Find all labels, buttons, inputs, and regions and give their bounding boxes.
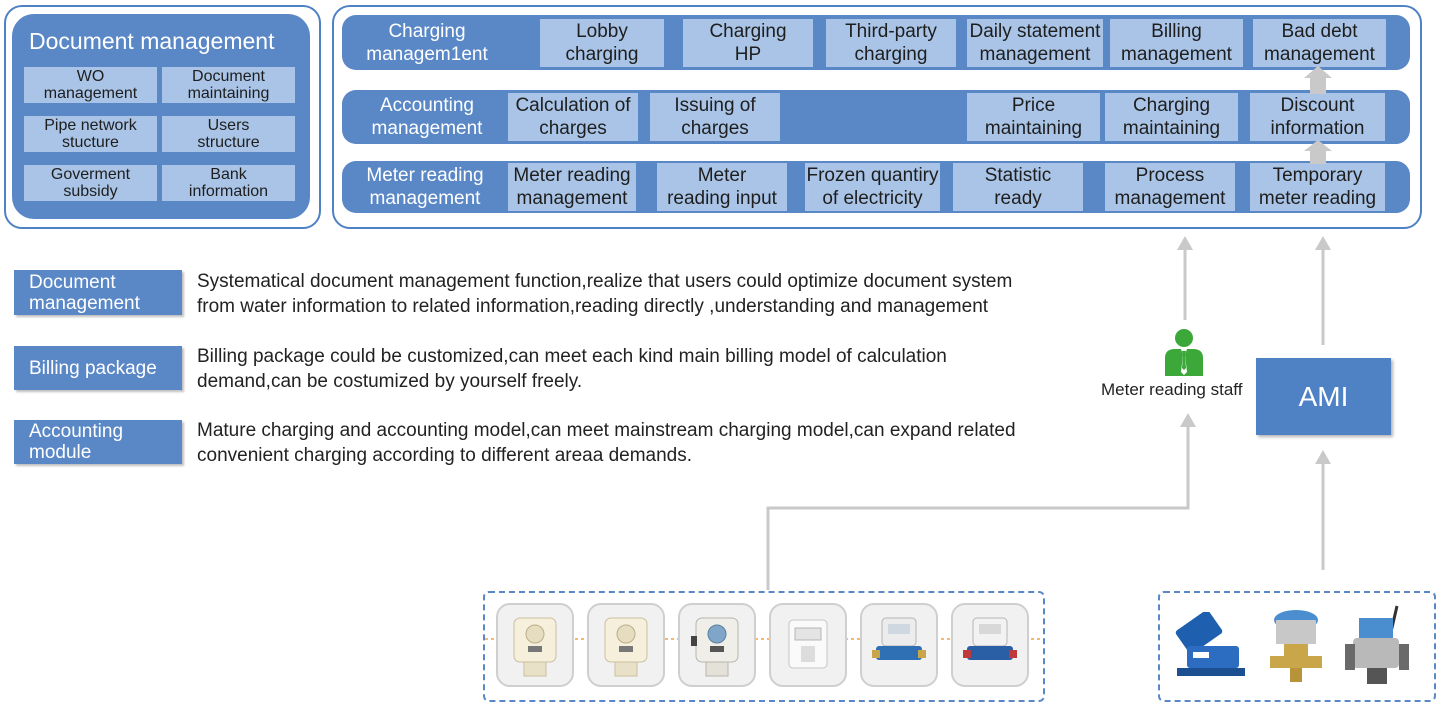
feature-tag-accounting: Accounting module bbox=[14, 420, 182, 464]
meter-icon bbox=[788, 619, 828, 669]
meter-icon bbox=[1175, 612, 1245, 676]
meter-label: Meter reading management bbox=[366, 165, 484, 209]
accounting-cell-calculation: Calculation of charges bbox=[508, 93, 638, 141]
charging-cell-hp: Charging HP bbox=[683, 19, 813, 67]
document-cell-subsidy: Goverment subsidy bbox=[24, 165, 157, 201]
ami-box: AMI bbox=[1256, 358, 1391, 435]
meter-icon bbox=[872, 617, 926, 660]
feature-tag-document: Document management bbox=[14, 270, 182, 315]
document-panel: Document management WO management Docume… bbox=[12, 14, 310, 219]
meter-icon bbox=[513, 617, 557, 677]
feature-tag-billing: Billing package bbox=[14, 346, 182, 390]
user-icon bbox=[1165, 329, 1203, 376]
accounting-cell-charging: Charging maintaining bbox=[1105, 93, 1238, 141]
meter-cell-frozen: Frozen quantiry of electricity bbox=[805, 163, 940, 211]
meter-icon bbox=[1345, 605, 1409, 684]
meter-cell-process: Process management bbox=[1105, 163, 1235, 211]
accounting-cell-discount: Discount information bbox=[1250, 93, 1385, 141]
document-cell-wo: WO management bbox=[24, 67, 157, 103]
staff-label: Meter reading staff bbox=[1101, 380, 1243, 399]
charging-cell-lobby: Lobby charging bbox=[540, 19, 664, 67]
arrow-up-icon bbox=[1304, 140, 1332, 164]
charging-cell-third-party: Third-party charging bbox=[826, 19, 956, 67]
charging-label: Charging managem1ent bbox=[366, 20, 488, 65]
document-cell-maintaining: Document maintaining bbox=[162, 67, 295, 103]
meter-icon bbox=[963, 617, 1017, 660]
document-cell-bank: Bank information bbox=[162, 165, 295, 201]
arrow-up-icon bbox=[1304, 66, 1332, 94]
meter-cell-management: Meter reading management bbox=[508, 163, 636, 211]
meter-cell-input: Meter reading input bbox=[657, 163, 787, 211]
meter-cell-temporary: Temporary meter reading bbox=[1250, 163, 1385, 211]
accounting-cell-issuing: Issuing of charges bbox=[650, 93, 780, 141]
accounting-cell-price: Price maintaining bbox=[967, 93, 1100, 141]
document-cell-users: Users structure bbox=[162, 116, 295, 152]
document-panel-title: Document management bbox=[29, 28, 275, 54]
feature-text-accounting: Mature charging and accounting model,can… bbox=[197, 420, 1016, 466]
accounting-label: Accounting management bbox=[371, 95, 483, 139]
charging-cell-bad-debt: Bad debt management bbox=[1253, 19, 1386, 67]
meter-icon bbox=[604, 617, 648, 677]
meter-icon bbox=[1270, 610, 1322, 682]
feature-text-billing: Billing package could be customized,can … bbox=[197, 346, 947, 392]
charging-cell-daily-statement: Daily statement management bbox=[967, 19, 1103, 67]
meter-cell-statistic: Statistic ready bbox=[953, 163, 1083, 211]
meter-icon bbox=[691, 617, 739, 677]
charging-cell-billing: Billing management bbox=[1110, 19, 1243, 67]
document-cell-pipe-network: Pipe network stucture bbox=[24, 116, 157, 152]
meter-group-dotted-line bbox=[485, 638, 1043, 640]
feature-text-document: Systematical document management functio… bbox=[197, 271, 1013, 317]
